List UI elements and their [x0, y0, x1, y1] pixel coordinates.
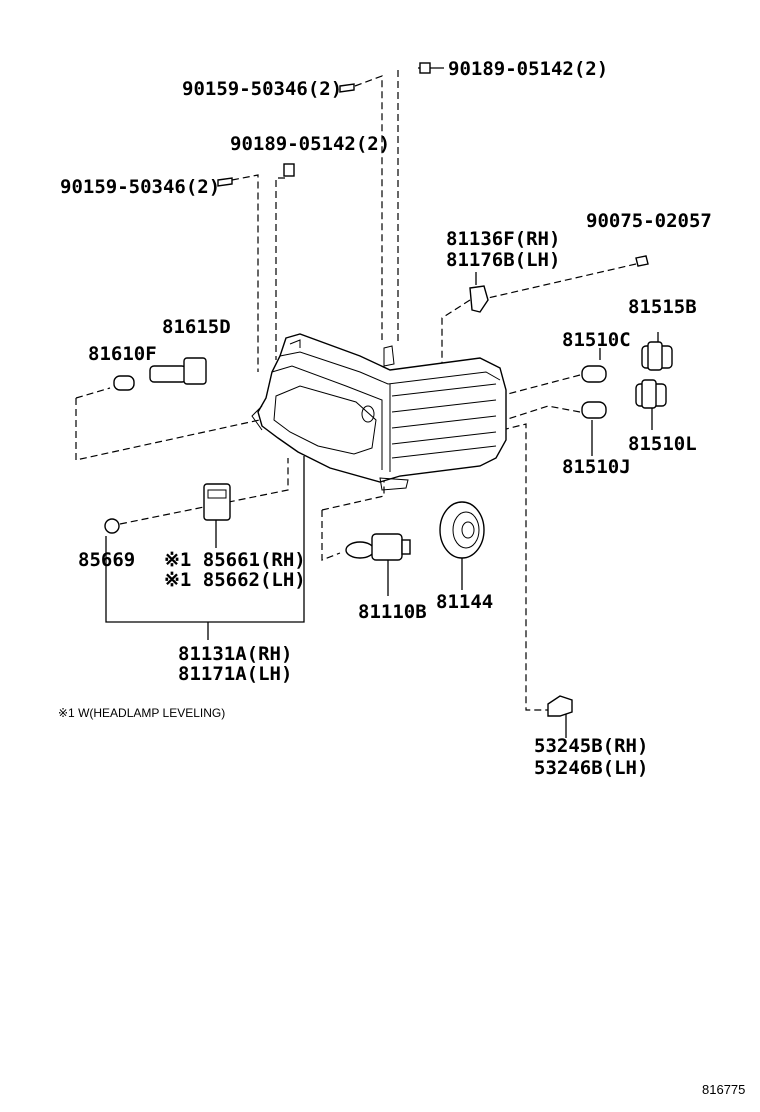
socket-81615d-icon [149, 357, 207, 385]
label-81131a: 81131A(RH) [178, 643, 292, 665]
label-81176b: 81176B(LH) [446, 249, 560, 271]
label-90189-mid: 90189-05142(2) [230, 133, 390, 155]
cover-81144-icon [439, 501, 485, 559]
leader-lines [75, 67, 659, 738]
label-81136f: 81136F(RH) [446, 228, 560, 250]
screw-90075-icon [635, 255, 649, 267]
label-81510j: 81510J [562, 456, 631, 478]
clip-81136-icon [469, 285, 489, 313]
socket-81510l-icon [635, 379, 667, 409]
bolt-top-icon [419, 62, 431, 74]
label-90159-mid: 90159-50346(2) [60, 176, 220, 198]
label-90159-top: 90159-50346(2) [182, 78, 342, 100]
bulb-81510c-icon [581, 365, 607, 383]
label-53246b: 53246B(LH) [534, 757, 648, 779]
label-81171a: 81171A(LH) [178, 663, 292, 685]
label-81510l: 81510L [628, 433, 697, 455]
label-85661: ※1 85661(RH) [164, 549, 306, 571]
oring-85669-icon [104, 518, 120, 534]
label-90189-top: 90189-05142(2) [448, 58, 608, 80]
screw-top-icon [339, 83, 355, 93]
screw-mid-icon [217, 177, 233, 187]
leveling-note: ※1 W(HEADLAMP LEVELING) [58, 706, 225, 720]
bulb-81510j-icon [581, 401, 607, 419]
label-81144: 81144 [436, 591, 493, 613]
leveling-motor-85661-icon [203, 483, 231, 521]
label-81510c: 81510C [562, 329, 631, 351]
bolt-mid-icon [283, 163, 295, 177]
headlamp-assembly [251, 333, 507, 491]
label-81110b: 81110B [358, 601, 427, 623]
bulb-81610f-icon [113, 375, 135, 391]
diagram-id: 816775 [702, 1082, 745, 1097]
label-85669: 85669 [78, 549, 135, 571]
label-81615d: 81615D [162, 316, 231, 338]
label-85662: ※1 85662(LH) [164, 569, 306, 591]
socket-81515b-icon [641, 341, 673, 371]
label-81610f: 81610F [88, 343, 157, 365]
label-90075: 90075-02057 [586, 210, 712, 232]
connector-53245b-icon [547, 695, 573, 717]
label-53245b: 53245B(RH) [534, 735, 648, 757]
bulb-81110b-icon [345, 533, 411, 561]
label-81515b: 81515B [628, 296, 697, 318]
